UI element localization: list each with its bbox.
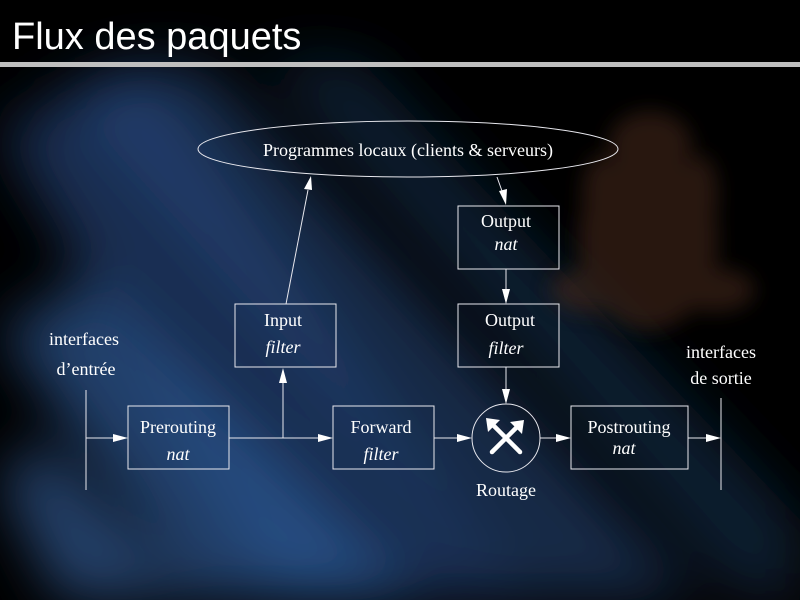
local-programs-node: Programmes locaux (clients & serveurs)	[197, 120, 619, 178]
input-name: Input	[264, 310, 302, 330]
title-underline	[0, 62, 800, 67]
output-interfaces-label-line1: interfaces	[686, 342, 756, 362]
local-programs-label: Programmes locaux (clients & serveurs)	[263, 140, 553, 161]
connections	[86, 176, 721, 442]
prerouting-table: nat	[166, 444, 190, 464]
postrouting-name: Postrouting	[587, 417, 670, 437]
forward-box: Forward filter	[332, 405, 435, 470]
output-nat-table: nat	[494, 234, 518, 254]
output-filter-name: Output	[485, 310, 535, 330]
prerouting-name: Prerouting	[140, 417, 216, 437]
router-label: Routage	[476, 480, 536, 500]
router-node: Routage	[471, 403, 541, 500]
output-filter-box: Output filter	[457, 303, 560, 368]
input-table: filter	[266, 337, 302, 357]
slide-title: Flux des paquets	[12, 16, 301, 58]
postrouting-box: Postrouting nat	[570, 405, 689, 470]
input-interfaces-label-line2: d’entrée	[57, 359, 116, 379]
input-interfaces-label-line1: interfaces	[49, 329, 119, 349]
output-nat-box: Output nat	[457, 205, 560, 270]
forward-table: filter	[364, 444, 400, 464]
prerouting-box: Prerouting nat	[127, 405, 230, 470]
router-crossed-arrows-icon	[489, 421, 523, 455]
output-nat-name: Output	[481, 211, 531, 231]
background-streaks	[0, 60, 800, 600]
postrouting-table: nat	[612, 438, 636, 458]
forward-name: Forward	[351, 417, 412, 437]
tux-penguin-icon	[550, 111, 755, 330]
output-interfaces-label-line2: de sortie	[690, 368, 751, 388]
output-filter-table: filter	[489, 338, 525, 358]
input-box: Input filter	[234, 303, 337, 368]
